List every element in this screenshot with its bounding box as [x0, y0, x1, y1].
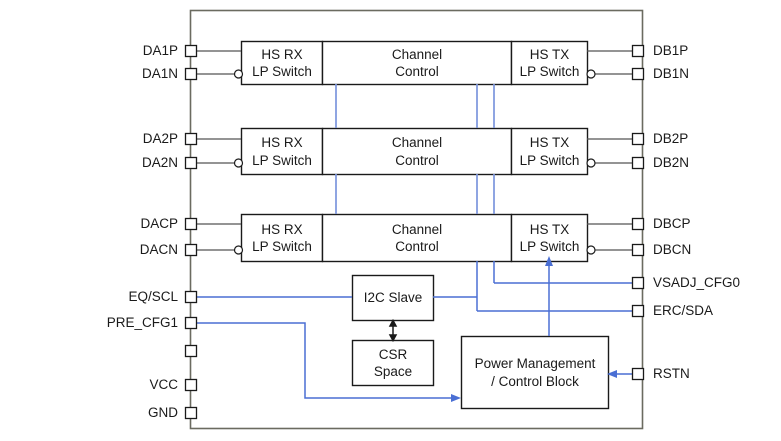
csr-space-box: [351, 339, 435, 387]
pin-dbcp[interactable]: [631, 217, 645, 231]
pin-label-dbcn: DBCN: [653, 242, 692, 257]
channel-2-inverter-bubble-left: [233, 158, 244, 168]
pin-label-dbcp: DBCP: [653, 216, 691, 231]
pin-label-vcc: VCC: [149, 377, 178, 392]
signal-routing: [196, 256, 633, 402]
channel-1-rx-box: [240, 40, 324, 86]
channel-clock-rx-box: [240, 213, 324, 263]
channel-1-inverter-bubble-left: [233, 69, 244, 79]
pin-dacp[interactable]: [184, 217, 198, 231]
pin-label-dacn: DACN: [139, 242, 178, 257]
pin-label-da2n: DA2N: [141, 155, 178, 170]
pin-da1p[interactable]: [184, 44, 198, 58]
pin-label-rstn: RSTN: [653, 366, 690, 381]
pin-label-da1n: DA1N: [141, 66, 178, 81]
channel-1-control-box: [321, 40, 513, 86]
power-management-box: [460, 335, 610, 410]
channel-1-inverter-bubble-right: [586, 69, 596, 79]
pin-label-db2n: DB2N: [653, 155, 690, 170]
pin-unlabeled[interactable]: [184, 344, 198, 358]
pin-label-da1p: DA1P: [142, 43, 178, 58]
pin-label-erc-sda: ERC/SDA: [653, 303, 714, 318]
pin-label-eq-scl: EQ/SCL: [128, 289, 178, 304]
pin-label-db1n: DB1N: [653, 66, 690, 81]
pin-db1n[interactable]: [631, 67, 645, 81]
pin-label-db1p: DB1P: [653, 43, 689, 58]
pin-db1p[interactable]: [631, 44, 645, 58]
i2c-slave-box: [351, 274, 435, 322]
pin-db2p[interactable]: [631, 132, 645, 146]
channel-1-blocks: [240, 40, 589, 86]
pin-dacn[interactable]: [184, 243, 198, 257]
route-rstn-arrowhead: [607, 370, 617, 378]
pin-gnd[interactable]: [184, 406, 198, 420]
pin-label-vsadj-cfg0: VSADJ_CFG0: [653, 275, 741, 290]
pin-erc-sda[interactable]: [631, 304, 645, 318]
pin-da2n[interactable]: [184, 156, 198, 170]
route-pm-to-tx-arrowhead: [545, 256, 553, 266]
pin-label-gnd: GND: [148, 405, 178, 420]
pin-label-pre-cfg1: PRE_CFG1: [106, 315, 178, 330]
pin-da2p[interactable]: [184, 132, 198, 146]
channel-1-tx-box: [510, 40, 589, 86]
route-precfg1-arrowhead: [451, 394, 461, 402]
route-precfg1-path: [196, 322, 453, 399]
channel-2-blocks: [240, 127, 589, 176]
channel-clock-inverter-bubble-right: [586, 245, 596, 255]
pin-label-db2p: DB2P: [653, 131, 689, 146]
pin-dbcn[interactable]: [631, 243, 645, 257]
pin-pre-cfg1[interactable]: [184, 316, 198, 330]
left-pin-squares: [184, 44, 198, 420]
i2c-csr-bidirectional-arrow: [388, 318, 398, 343]
channel-2-control-box: [321, 127, 513, 176]
pin-db2n[interactable]: [631, 156, 645, 170]
pin-rstn[interactable]: [631, 367, 645, 381]
channel-clock-inverter-bubble-left: [233, 245, 244, 255]
channel-clock-blocks: [240, 213, 589, 263]
pin-label-dacp: DACP: [140, 216, 178, 231]
pin-label-da2p: DA2P: [142, 131, 178, 146]
pin-da1n[interactable]: [184, 67, 198, 81]
channel-2-inverter-bubble-right: [586, 158, 596, 168]
pin-vcc[interactable]: [184, 378, 198, 392]
control-bus-verticals: [335, 84, 495, 214]
channel-2-rx-box: [240, 127, 324, 176]
pin-vsadj-cfg0[interactable]: [631, 276, 645, 290]
right-pin-squares: [631, 44, 645, 381]
channel-2-tx-box: [510, 127, 589, 176]
channel-clock-tx-box: [510, 213, 589, 263]
pin-eq-scl[interactable]: [184, 290, 198, 304]
channel-clock-control-box: [321, 213, 513, 263]
